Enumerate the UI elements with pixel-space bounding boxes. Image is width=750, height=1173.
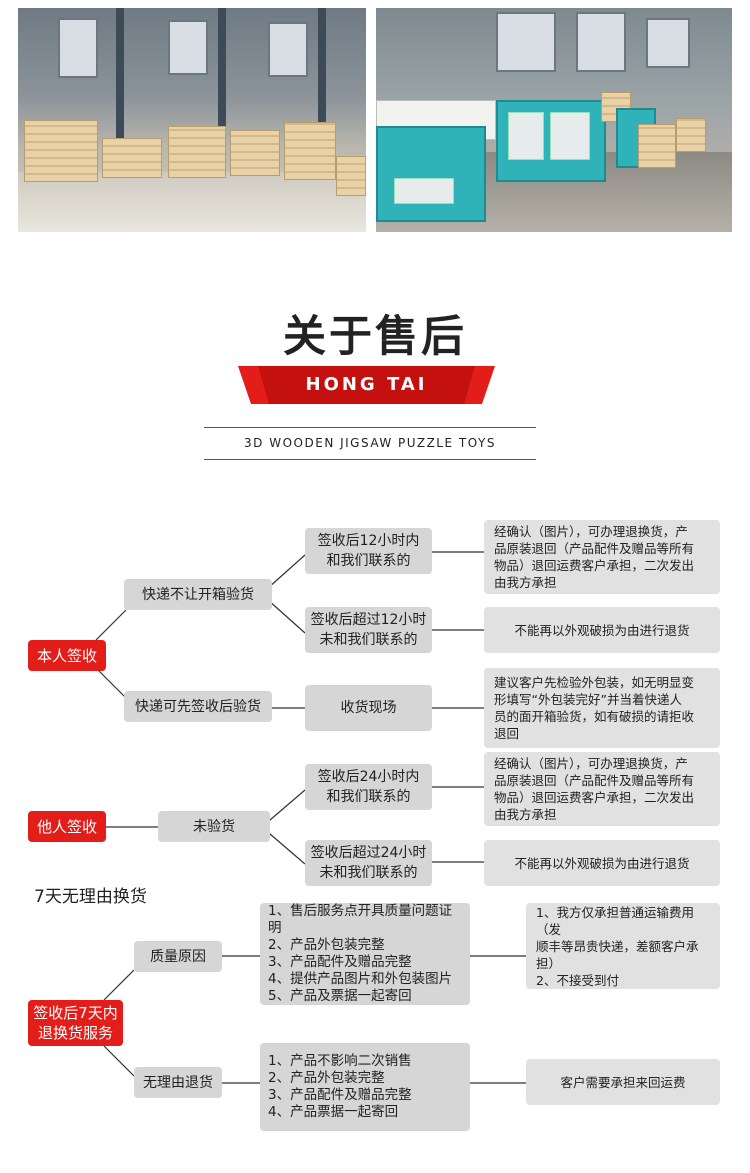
- top-rule: [204, 427, 536, 428]
- banner-ribbon-shape: [238, 366, 495, 404]
- factory-laser-machine-photo: [376, 8, 732, 232]
- sign-then-inspect-branch: 快递可先签收后验货: [124, 691, 272, 722]
- quality-result: 1、我方仅承担普通运输费用（发 顺丰等昂贵快递，差额客户承担） 2、不接受到付: [526, 903, 720, 989]
- over-12h-case: 签收后超过12小时 未和我们联系的: [305, 607, 432, 653]
- no-reason-result: 客户需要承担来回运费: [526, 1059, 720, 1105]
- quality-reason-branch: 质量原因: [134, 941, 222, 972]
- no-reason-branch: 无理由退货: [134, 1067, 222, 1098]
- banner-text: HONG TAI: [305, 374, 428, 395]
- within-12h-case: 签收后12小时内 和我们联系的: [305, 528, 432, 574]
- bottom-rule: [204, 459, 536, 460]
- quality-requirements: 1、售后服务点开具质量问题证明 2、产品外包装完整 3、产品配件及赠品完整 4、…: [260, 903, 470, 1005]
- factory-warehouse-photo: [18, 8, 366, 232]
- over-24h-case: 签收后超过24小时 未和我们联系的: [305, 840, 432, 886]
- over-24h-result: 不能再以外观破损为由进行退货: [484, 840, 720, 886]
- over-12h-result: 不能再以外观破损为由进行退货: [484, 607, 720, 653]
- delivery-site-result: 建议客户先检验外包装，如无明显变 形填写“外包装完好”并当着快递人 员的面开箱验…: [484, 668, 720, 748]
- subtitle: 3D WOODEN JIGSAW PUZZLE TOYS: [244, 436, 496, 450]
- not-inspected-branch: 未验货: [158, 811, 270, 842]
- within-24h-result: 经确认（图片），可办理退换货，产 品原装退回（产品配件及赠品等所有 物品）退回运…: [484, 752, 720, 826]
- within-24h-case: 签收后24小时内 和我们联系的: [305, 764, 432, 810]
- other-sign-root: 他人签收: [28, 811, 106, 842]
- seven-day-heading: 7天无理由换货: [34, 887, 147, 907]
- within-12h-result: 经确认（图片），可办理退换货，产 品原装退回（产品配件及赠品等所有 物品）退回运…: [484, 520, 720, 594]
- no-unbox-branch: 快递不让开箱验货: [124, 579, 272, 610]
- no-reason-requirements: 1、产品不影响二次销售 2、产品外包装完整 3、产品配件及赠品完整 4、产品票据…: [260, 1043, 470, 1131]
- page-title: 关于售后: [283, 312, 467, 362]
- seven-day-root: 签收后7天内 退换货服务: [28, 1000, 123, 1046]
- delivery-site-case: 收货现场: [305, 685, 432, 731]
- self-sign-root: 本人签收: [28, 640, 106, 671]
- brand-banner: HONG TAI: [238, 366, 495, 404]
